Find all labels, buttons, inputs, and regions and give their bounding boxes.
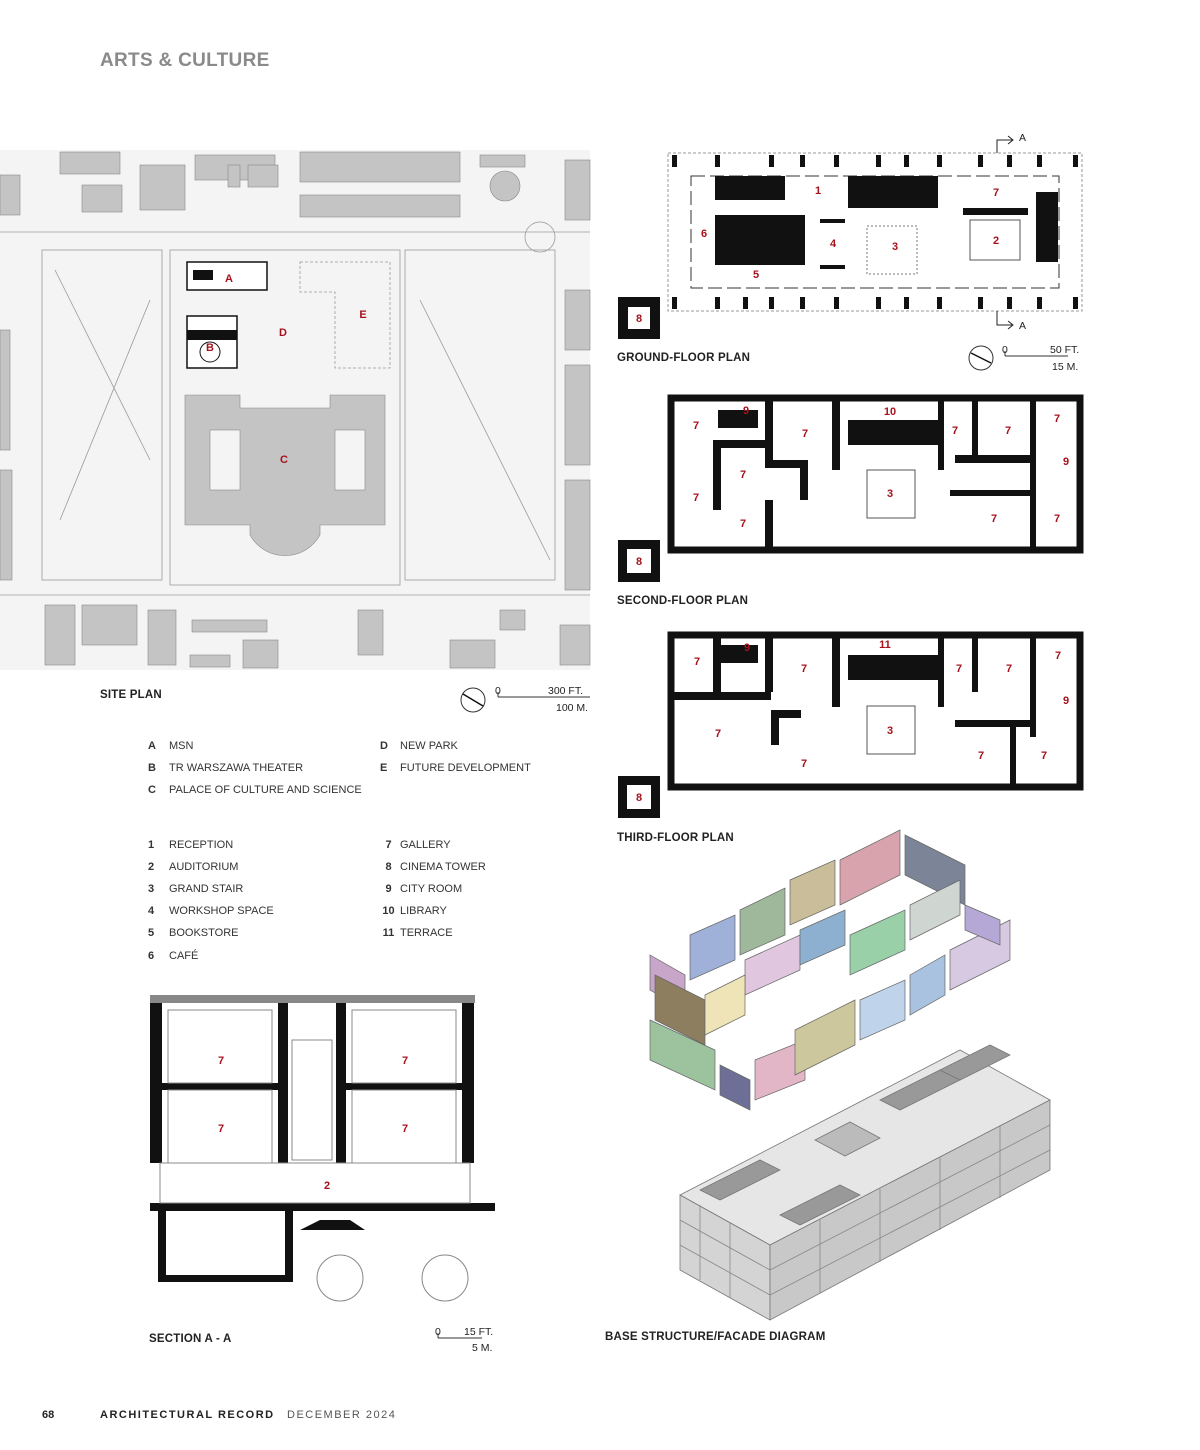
section-caption: SECTION A - A [149, 1333, 232, 1345]
drawing-label: 9 [1063, 456, 1069, 468]
drawing-label: 100 M. [556, 702, 588, 714]
drawing-label: 7 [952, 425, 958, 437]
drawing-label: 6 [701, 228, 707, 240]
section-cut-arrow-icon [996, 311, 1014, 330]
drawing-label: A [1019, 132, 1026, 144]
publication-name: ARCHITECTURAL RECORD [100, 1409, 275, 1421]
drawing-label: 5 M. [472, 1342, 492, 1354]
section-scale-bar: 0 15 FT. 5 M. [435, 1326, 493, 1354]
drawing-label: 7 [801, 758, 807, 770]
drawing-label: 300 FT. [548, 685, 583, 697]
site-scale-bar: 0 300 FT. 100 M. [495, 685, 590, 714]
section-drawing: 7 7 7 7 2 [150, 995, 495, 1302]
drawing-label: 2 [324, 1180, 330, 1192]
drawing-label: 3 [887, 725, 893, 737]
drawing-label: 7 [1005, 425, 1011, 437]
drawing-label: 8 [636, 556, 642, 568]
site-plan-caption: SITE PLAN [100, 689, 162, 701]
drawing-label: 7 [801, 663, 807, 675]
second-floor-caption: SECOND-FLOOR PLAN [617, 595, 749, 607]
drawing-label: 9 [744, 642, 750, 654]
drawing-label: 0 [495, 685, 501, 697]
site-marker-b: B [206, 342, 214, 354]
issue-date: DECEMBER 2024 [287, 1409, 397, 1421]
drawing-label: 7 [402, 1055, 408, 1067]
drawing-label: 7 [740, 469, 746, 481]
drawing-label: A [1019, 320, 1026, 332]
drawing-label: 7 [693, 492, 699, 504]
drawing-label: 7 [1054, 413, 1060, 425]
facade-diagram-drawing [649, 829, 1011, 1111]
site-marker-e: E [359, 309, 366, 321]
drawing-label: 1 [815, 185, 821, 197]
drawing-label: 7 [956, 663, 962, 675]
drawing-label: 7 [993, 187, 999, 199]
second-floor-plan-drawing: 9 10 7 7 7 7 7 9 7 3 7 7 7 7 8 [618, 394, 1084, 582]
drawing-label: 7 [1041, 750, 1047, 762]
site-marker-d: D [279, 327, 287, 339]
ground-floor-caption: GROUND-FLOOR PLAN [617, 352, 751, 364]
drawing-label: 7 [694, 656, 700, 668]
drawing-label: 7 [978, 750, 984, 762]
drawing-label: 7 [402, 1123, 408, 1135]
site-marker-a: A [225, 273, 233, 285]
drawing-label: 7 [802, 428, 808, 440]
drawing-label: 50 FT. [1050, 344, 1079, 356]
drawing-label: 7 [693, 420, 699, 432]
drawing-label: 7 [715, 728, 721, 740]
plan-north-arrow-icon [968, 345, 994, 371]
drawing-label: 2 [993, 235, 999, 247]
drawing-label: 7 [1006, 663, 1012, 675]
base-structure-drawing [679, 1044, 1051, 1321]
drawing-label: 9 [743, 405, 749, 417]
drawing-label: 7 [218, 1055, 224, 1067]
drawing-label: 3 [892, 241, 898, 253]
section-cut-arrow-icon [996, 135, 1014, 153]
drawing-label: 5 [753, 269, 759, 281]
drawing-label: 7 [218, 1123, 224, 1135]
drawing-label: 15 M. [1052, 361, 1078, 373]
drawing-label: 7 [991, 513, 997, 525]
drawing-label: 7 [1055, 650, 1061, 662]
drawing-label: 10 [884, 406, 896, 418]
page-number: 68 [42, 1409, 55, 1421]
drawing-label: 0 [435, 1326, 441, 1338]
ground-floor-plan-drawing: 1 7 6 4 3 2 5 8 A A [618, 132, 1083, 339]
drawing-label: 9 [1063, 695, 1069, 707]
drawing-label: 0 [1002, 344, 1008, 356]
site-marker-c: C [280, 454, 288, 466]
drawing-label: 4 [830, 238, 837, 250]
site-north-arrow-icon [460, 687, 486, 713]
third-floor-caption: THIRD-FLOOR PLAN [617, 832, 734, 844]
plan-scale-bar: 0 50 FT. 15 M. [1002, 344, 1079, 373]
drawing-label: 7 [740, 518, 746, 530]
third-floor-plan-drawing: 9 11 7 7 7 7 7 9 7 3 7 7 7 8 [618, 631, 1084, 818]
drawing-label: 8 [636, 792, 642, 804]
site-plan-drawing: A B C D E [0, 150, 591, 670]
drawing-label: 3 [887, 488, 893, 500]
drawing-label: 7 [1054, 513, 1060, 525]
drawing-label: 11 [879, 639, 891, 651]
cinema-tower-marker: 8 [636, 313, 642, 325]
diagram-caption: BASE STRUCTURE/FACADE DIAGRAM [605, 1331, 826, 1343]
drawing-label: 15 FT. [464, 1326, 493, 1338]
section-header: ARTS & CULTURE [100, 50, 270, 71]
